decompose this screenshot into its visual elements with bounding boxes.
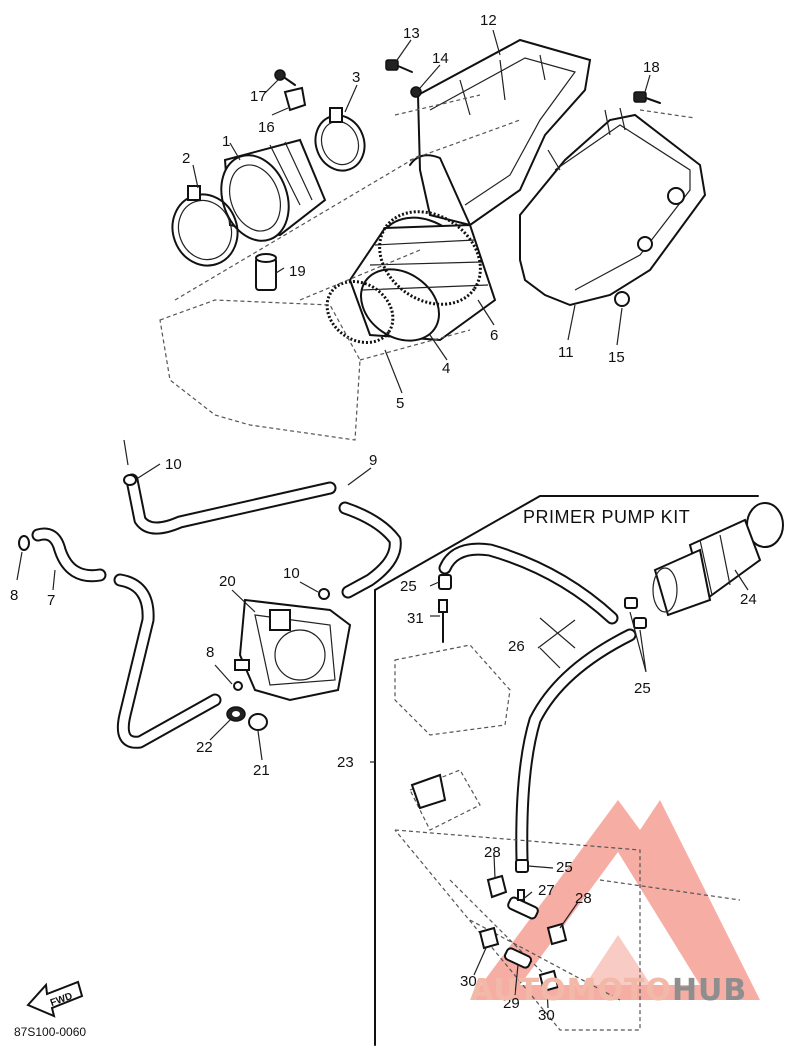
washer-21 xyxy=(248,713,268,731)
callout-14: 14 xyxy=(432,50,449,67)
callout-9: 9 xyxy=(369,452,377,469)
hose-9 xyxy=(125,473,402,599)
callout-10b: 10 xyxy=(283,565,300,582)
clamp-30a xyxy=(478,926,500,950)
callout-4: 4 xyxy=(442,360,450,377)
clamp-28a xyxy=(486,874,508,899)
callout-8b: 8 xyxy=(206,644,214,661)
washer-14 xyxy=(410,86,422,98)
clip-25b xyxy=(624,597,647,629)
callout-labels: 1 2 3 4 5 6 7 8 8 9 10 10 11 12 13 14 15… xyxy=(10,12,757,1024)
air-intake-bellows xyxy=(348,216,497,342)
callout-2: 2 xyxy=(182,150,190,167)
callout-24: 24 xyxy=(740,591,757,608)
clip-25c xyxy=(515,859,529,873)
callout-8a: 8 xyxy=(10,587,18,604)
watermark-triangle-icon xyxy=(470,800,760,1000)
hose-7 xyxy=(31,527,222,749)
callout-13: 13 xyxy=(403,25,420,42)
joint-29 xyxy=(503,947,533,969)
callout-30b: 30 xyxy=(538,1007,555,1024)
clip-25a xyxy=(438,574,452,590)
ring-5 xyxy=(325,280,395,344)
callout-6: 6 xyxy=(490,327,498,344)
diagram-code: 87S100-0060 xyxy=(14,1025,86,1039)
joint-1 xyxy=(220,138,327,242)
clip-10a xyxy=(123,474,137,486)
callout-25a: 25 xyxy=(400,578,417,595)
hose-26 xyxy=(438,542,637,867)
clamp-2 xyxy=(171,185,239,267)
callout-3: 3 xyxy=(352,69,360,86)
watermark-text: AUTOMOTOHUB xyxy=(470,973,747,1008)
fitting-body xyxy=(410,773,447,810)
callout-7: 7 xyxy=(47,592,55,609)
clamp-3 xyxy=(314,107,366,172)
primer-pump-kit-frame xyxy=(370,495,759,1046)
nut-22 xyxy=(226,706,246,722)
nut-15 xyxy=(614,291,630,307)
callout-10a: 10 xyxy=(165,456,182,473)
fuel-pump-20 xyxy=(233,598,352,702)
watermark-part2: HUB xyxy=(672,973,747,1008)
callout-21: 21 xyxy=(253,762,270,779)
callout-23: 23 xyxy=(337,754,354,771)
callout-30a: 30 xyxy=(460,973,477,990)
callout-26: 26 xyxy=(508,638,525,655)
holder-16 xyxy=(283,86,307,112)
collar-19 xyxy=(255,253,277,291)
primer-pump-kit-title: PRIMER PUMP KIT xyxy=(523,507,690,527)
callout-19: 19 xyxy=(289,263,306,280)
screw-13 xyxy=(385,59,413,73)
nipple-31 xyxy=(438,599,448,643)
watermark-logo xyxy=(470,800,760,1000)
callout-1: 1 xyxy=(222,133,230,150)
callout-16: 16 xyxy=(258,119,275,136)
screw-18 xyxy=(633,91,661,104)
callout-20: 20 xyxy=(219,573,236,590)
callout-25b: 25 xyxy=(634,680,651,697)
fwd-arrow-icon: FWD xyxy=(26,980,84,1018)
clip-10b xyxy=(318,588,330,600)
callout-12: 12 xyxy=(480,12,497,29)
air-box-cover xyxy=(409,38,592,227)
joint-27 xyxy=(507,889,539,920)
engine-ghost-outline xyxy=(159,299,361,441)
clamp-28b xyxy=(546,922,568,946)
callout-29: 29 xyxy=(503,995,520,1012)
callout-5: 5 xyxy=(396,395,404,412)
callout-28b: 28 xyxy=(575,890,592,907)
leader-lines xyxy=(16,29,749,1009)
callout-31: 31 xyxy=(407,610,424,627)
primer-pump-24 xyxy=(652,502,784,617)
callout-27: 27 xyxy=(538,882,555,899)
clip-8 xyxy=(18,535,30,551)
callout-11: 11 xyxy=(558,344,574,361)
screw-17 xyxy=(274,69,296,86)
callout-28a: 28 xyxy=(484,844,501,861)
callout-15: 15 xyxy=(608,349,625,366)
clamp-30b xyxy=(538,969,560,993)
watermark-part1: AUTOMOTO xyxy=(470,973,672,1008)
callout-22: 22 xyxy=(196,739,213,756)
callout-18: 18 xyxy=(643,59,660,76)
callout-25c: 25 xyxy=(556,859,573,876)
air-box xyxy=(519,107,707,307)
callout-17: 17 xyxy=(250,88,267,105)
